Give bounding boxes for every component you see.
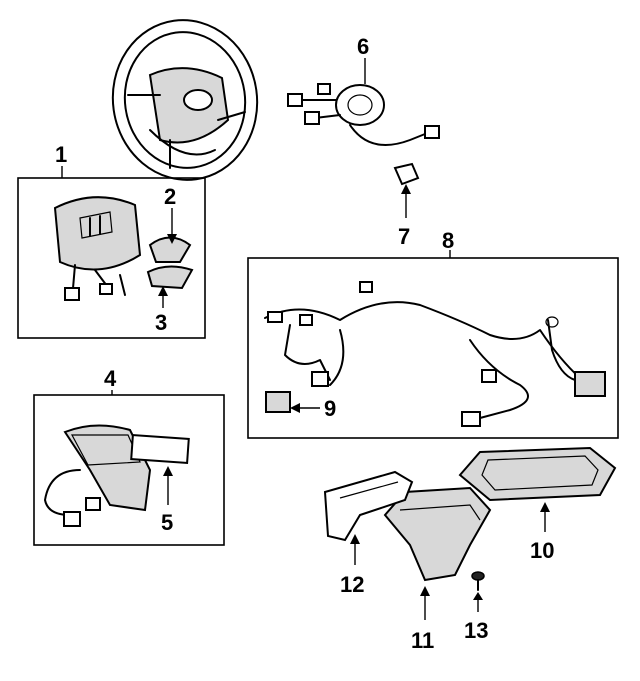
bolt (471, 571, 485, 612)
seat-side-module (383, 486, 492, 620)
callout-5: 5 (161, 510, 173, 535)
callout-13: 13 (464, 618, 488, 643)
driver-airbag-group (17, 166, 206, 339)
clip-part (393, 162, 420, 218)
seat-cushion-sensor (458, 446, 617, 532)
callout-8: 8 (442, 228, 454, 253)
group-box-4 (33, 394, 225, 546)
passenger-airbag-lid (130, 434, 190, 464)
callout-11: 11 (411, 628, 434, 653)
callout-12: 12 (340, 572, 364, 597)
seat-trim-piece (323, 470, 414, 565)
group-box-8 (247, 257, 619, 439)
passenger-airbag-module (63, 424, 152, 512)
harness-connector-9 (265, 391, 291, 413)
wire-harness-group (247, 250, 619, 439)
callout-2: 2 (164, 184, 176, 209)
callout-1: 1 (55, 142, 67, 167)
horn-pad-upper (148, 236, 192, 263)
group-box-1 (17, 177, 206, 339)
steering-wheel (111, 19, 259, 181)
passenger-airbag-group (33, 390, 225, 546)
callout-4: 4 (104, 366, 117, 391)
driver-airbag-module (53, 196, 142, 271)
horn-pad-lower (146, 265, 194, 290)
callout-6: 6 (357, 34, 369, 59)
callout-9: 9 (324, 396, 336, 421)
clock-spring (287, 58, 440, 146)
wire-harness (264, 301, 581, 379)
callout-3: 3 (155, 310, 167, 335)
callout-10: 10 (530, 538, 554, 563)
callout-7: 7 (398, 224, 410, 249)
